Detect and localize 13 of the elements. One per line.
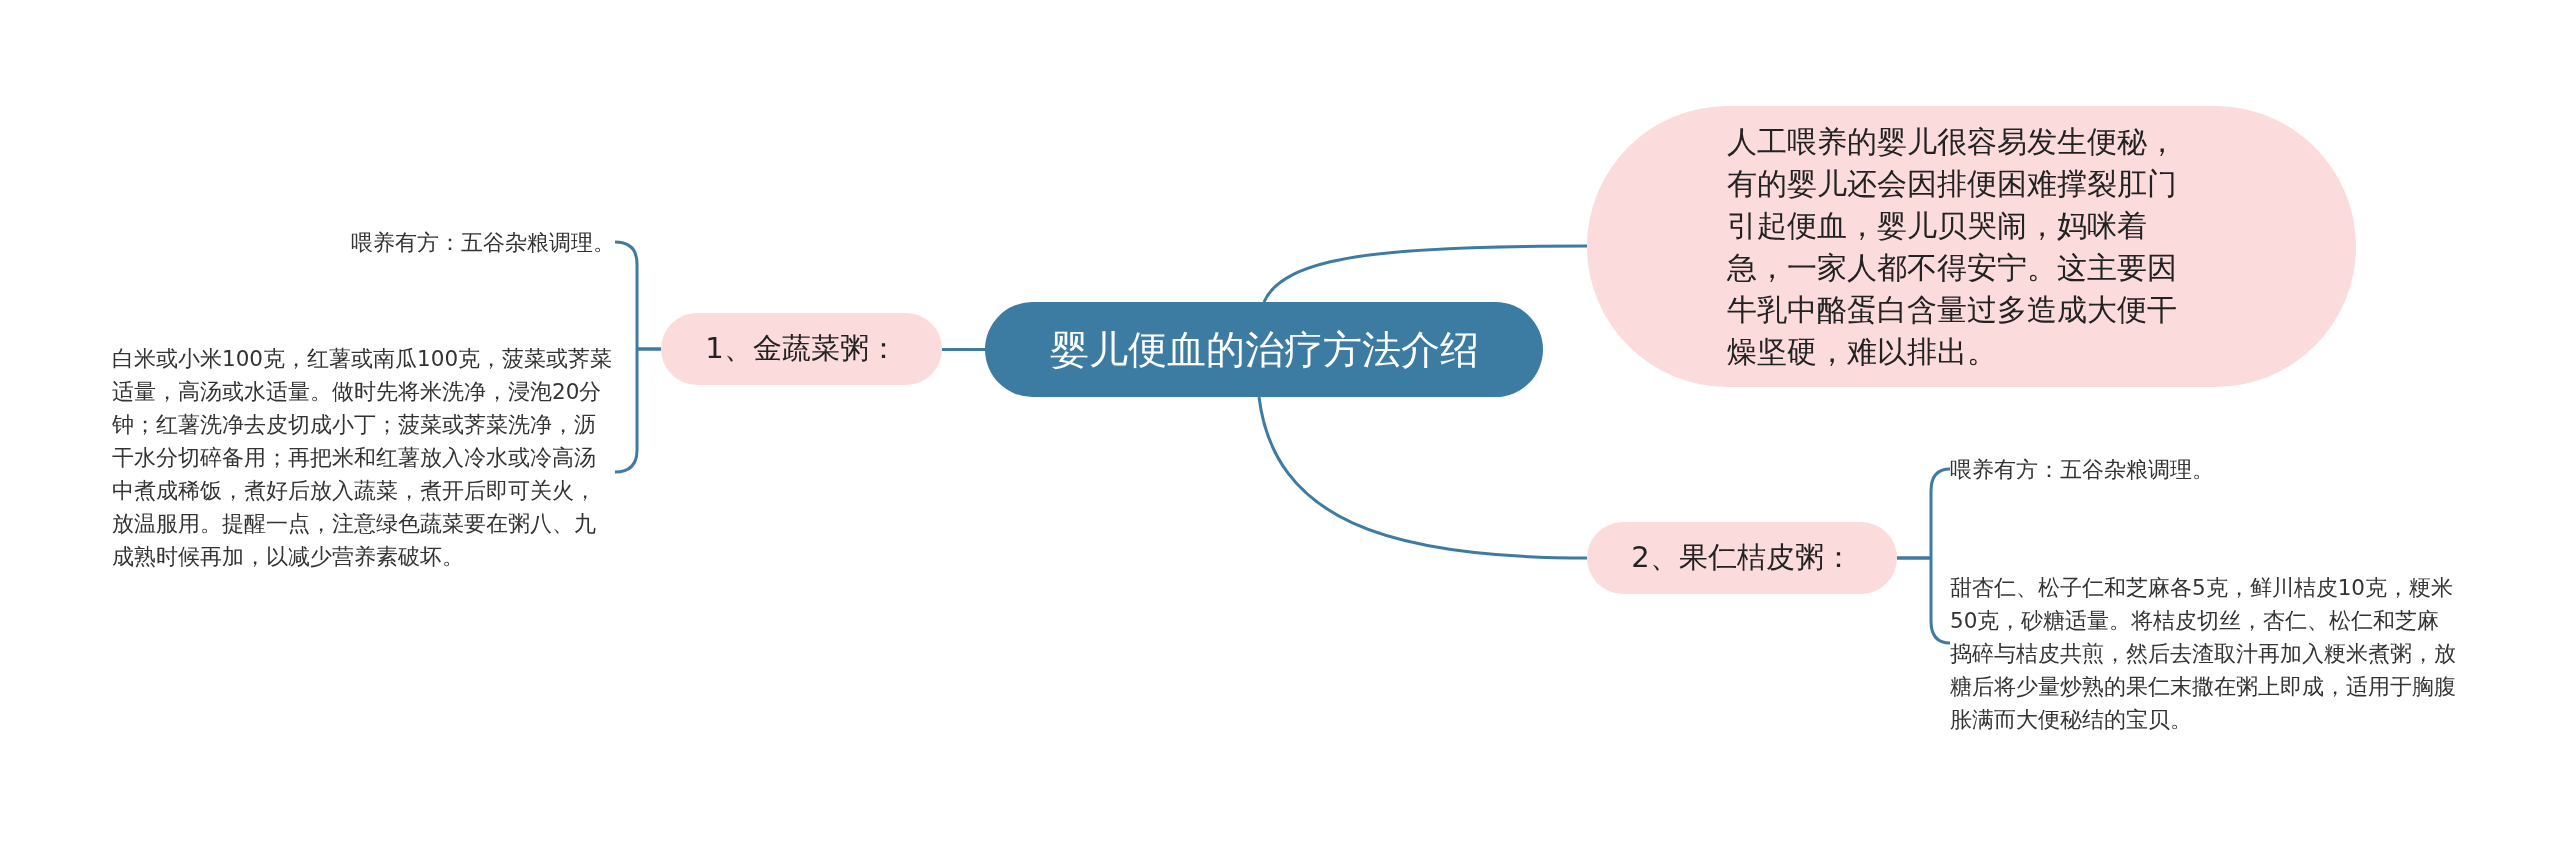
leaf-text: 甜杏仁、松子仁和芝麻各5克，鲜川桔皮10克，粳米50克，砂糖适量。将桔皮切丝，杏仁、松仁和芝麻捣碎与桔皮共煎，然后去渣取汁再加入粳米煮粥，放糖后将少量炒熟的果仁末撒在粥上即成，适用于胸腹胀满而大便秘结的宝贝。	[1950, 558, 2460, 748]
connector-line	[1262, 244, 1587, 303]
central-topic: 婴儿便血的治疗方法介绍	[985, 302, 1543, 397]
leaf-text: 喂养有方：五谷杂粮调理。	[1950, 452, 2370, 486]
topic-bubble: 人工喂养的婴儿很容易发生便秘，有的婴儿还会因排便困难撑裂肛门引起便血，婴儿贝哭闹，妈咪着急，一家人都不得安宁。这主要因牛乳中酪蛋白含量过多造成大便干燥坚硬，难以排出。	[1587, 106, 2356, 387]
connector-line	[1895, 556, 1952, 645]
connector-line	[613, 347, 663, 474]
leaf-text: 白米或小米100克，红薯或南瓜100克，菠菜或荠菜适量，高汤或水适量。做时先将米洗净，浸泡20分钟；红薯洗净去皮切成小丁；菠菜或荠菜洗净，沥干水分切碎备用；再把米和红薯放入冷水或冷高汤中煮成稀饭，煮好后放入蔬菜，煮开后即可关火，放温服用。提醒一点，注意绿色蔬菜要在粥八、九成熟时候再加，以减少营养素破坏。	[112, 322, 615, 592]
connector-line	[942, 348, 985, 351]
branch-topic: 1、金蔬菜粥：	[661, 313, 942, 385]
leaf-text: 喂养有方：五谷杂粮调理。	[300, 225, 615, 259]
branch-topic: 2、果仁桔皮粥：	[1587, 522, 1897, 594]
connector-line	[1257, 396, 1588, 560]
